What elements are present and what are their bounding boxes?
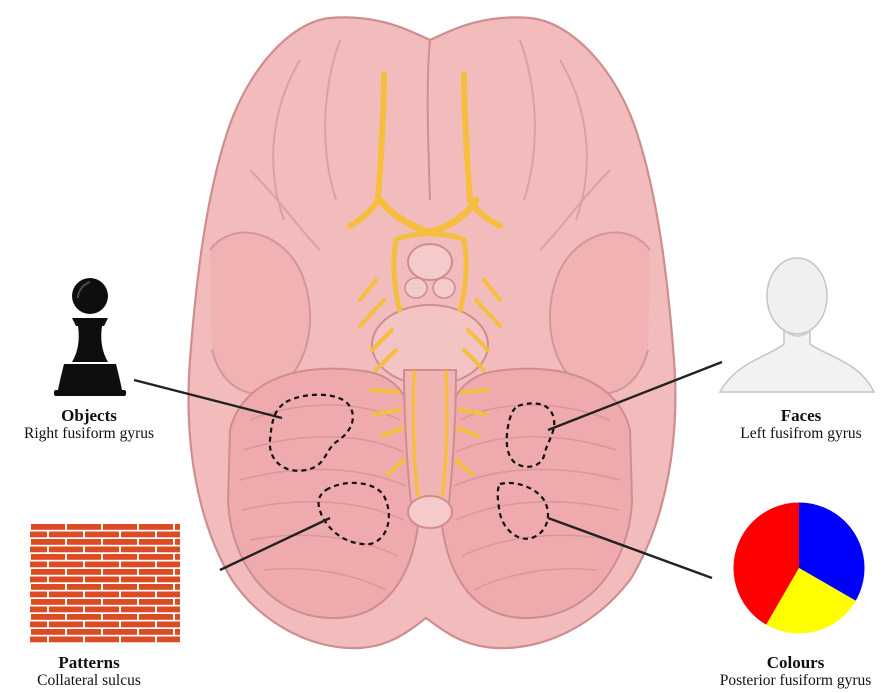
cerebellum-right	[439, 369, 632, 618]
spinal-cord-section	[408, 496, 452, 528]
mammillary-body-right	[433, 278, 455, 298]
label-patterns-title: Patterns	[0, 653, 178, 672]
label-patterns-region: Collateral sulcus	[0, 672, 178, 689]
label-colours-region: Posterior fusiform gyrus	[700, 672, 891, 689]
chess-pawn-icon	[54, 278, 126, 396]
brain	[189, 17, 676, 648]
brick-wall-icon	[30, 523, 180, 643]
pituitary	[408, 244, 452, 280]
label-objects-title: Objects	[0, 406, 178, 425]
label-faces-region: Left fusifrom gyrus	[712, 425, 890, 442]
label-objects: Objects Right fusiform gyrus	[0, 406, 178, 442]
label-faces: Faces Left fusifrom gyrus	[712, 406, 890, 442]
color-wheel-icon	[733, 502, 865, 634]
human-head-bust-icon	[720, 258, 874, 392]
label-colours-title: Colours	[700, 653, 891, 672]
cerebellum-left	[228, 369, 421, 618]
label-faces-title: Faces	[712, 406, 890, 425]
mammillary-body-left	[405, 278, 427, 298]
label-patterns: Patterns Collateral sulcus	[0, 653, 178, 689]
label-colours: Colours Posterior fusiform gyrus	[700, 653, 891, 689]
label-objects-region: Right fusiform gyrus	[0, 425, 178, 442]
